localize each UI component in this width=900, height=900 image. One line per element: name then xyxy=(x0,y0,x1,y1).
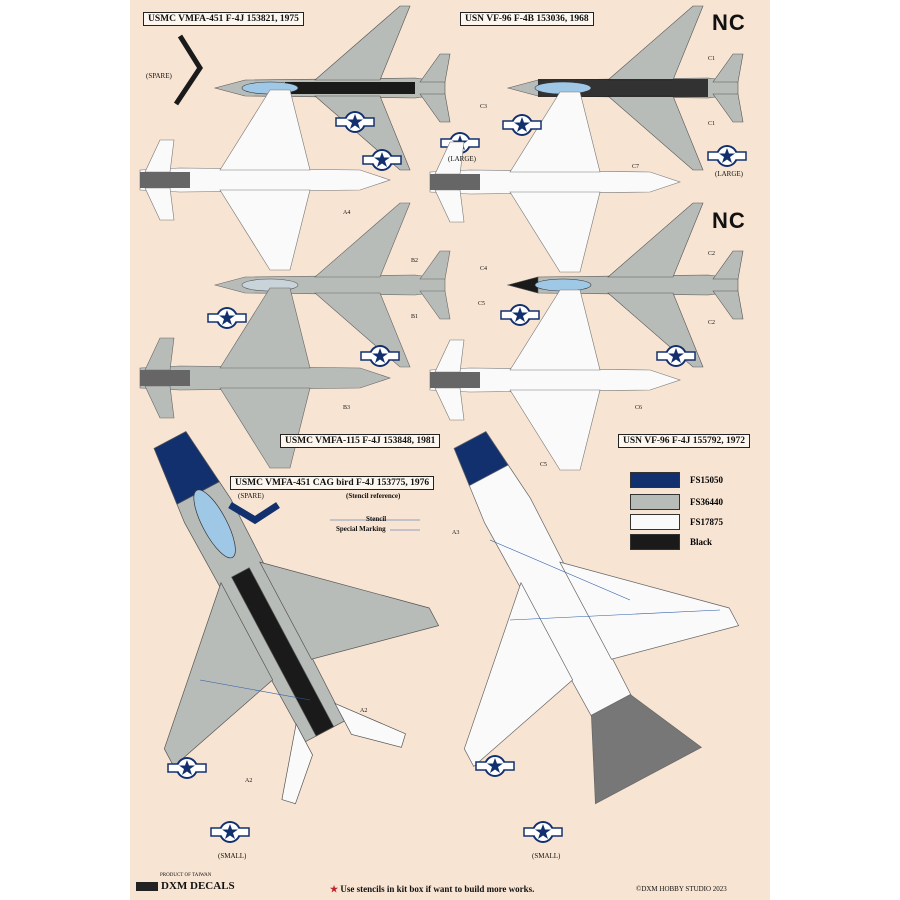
spare-label-mid: (SPARE) xyxy=(238,492,264,500)
legend-label: FS15050 xyxy=(690,475,724,485)
brand-emblem-icon xyxy=(136,881,158,891)
callout-c1: C1 xyxy=(708,56,716,62)
callout-b2: B2 xyxy=(411,258,419,264)
profile-title-vmfa115-1981: USMC VMFA-115 F-4J 153848, 1981 xyxy=(280,434,441,448)
profile-title-vmfa451-1975: USMC VMFA-451 F-4J 153821, 1975 xyxy=(143,12,304,26)
callout-a4: A4 xyxy=(343,210,351,216)
profile-title-vf96-1968: USN VF-96 F-4B 153036, 1968 xyxy=(460,12,594,26)
profile-title-vf96-1972: USN VF-96 F-4J 155792, 1972 xyxy=(618,434,751,448)
legend-swatch xyxy=(630,514,680,530)
callout-c7: C7 xyxy=(632,164,640,170)
callout-b1: B1 xyxy=(411,314,419,320)
spare-label-top: (SPARE) xyxy=(146,72,172,80)
large-label-left: (LARGE) xyxy=(448,155,476,163)
legend-label: FS17875 xyxy=(690,517,724,527)
decal-sheet: USMC VMFA-451 F-4J 153821, 1975 USN VF-9… xyxy=(130,0,770,900)
callout-c5: C5 xyxy=(478,301,486,307)
tail-code-nc-top: NC xyxy=(712,10,746,35)
legend-swatch xyxy=(630,472,680,488)
copyright: ©DXM HOBBY STUDIO 2023 xyxy=(636,885,727,893)
brand-logo: DXM DECALS xyxy=(136,880,235,892)
stencil-reference-label: (Stencil reference) xyxy=(346,492,401,500)
legend-fs36440: FS36440 xyxy=(630,494,723,510)
stencil-legend-label: Stencil xyxy=(366,515,387,523)
aircraft-artwork xyxy=(139,5,747,844)
legend-swatch xyxy=(630,494,680,510)
callout-c2: C2 xyxy=(708,251,716,257)
callout-c5: C5 xyxy=(540,462,548,468)
legend-swatch xyxy=(630,534,680,550)
legend-label: Black xyxy=(690,537,713,547)
callout-c4: C4 xyxy=(480,266,488,272)
callout-a2: A2 xyxy=(245,778,253,784)
callout-b3: B3 xyxy=(343,405,351,411)
legend-label: FS36440 xyxy=(690,497,724,507)
footer-note: ★ Use stencils in kit box if want to bui… xyxy=(330,884,534,895)
tail-code-nc-mid: NC xyxy=(712,208,746,233)
special-marking-legend-label: Special Marking xyxy=(336,525,386,533)
callout-c1: C1 xyxy=(708,121,716,127)
star-icon: ★ xyxy=(330,884,339,894)
small-label-left: (SMALL) xyxy=(218,852,247,860)
profile-title-vmfa451-cag: USMC VMFA-451 CAG bird F-4J 153775, 1976 xyxy=(230,476,435,490)
callout-c2: C2 xyxy=(708,320,716,326)
product-of-label: PRODUCT OF TAIWAN xyxy=(160,873,212,878)
legend-fs15050: FS15050 xyxy=(630,472,723,488)
legend-black: Black xyxy=(630,534,712,550)
legend-fs17875: FS17875 xyxy=(630,514,723,530)
callout-a3: A3 xyxy=(452,530,460,536)
footer-note-text: Use stencils in kit box if want to build… xyxy=(340,884,535,894)
callout-a2: A2 xyxy=(360,708,368,714)
callout-c6: C6 xyxy=(635,405,643,411)
callout-c3: C3 xyxy=(480,104,488,110)
brand-name: DXM DECALS xyxy=(161,880,235,892)
large-label-right: (LARGE) xyxy=(715,170,743,178)
small-label-right: (SMALL) xyxy=(532,852,561,860)
